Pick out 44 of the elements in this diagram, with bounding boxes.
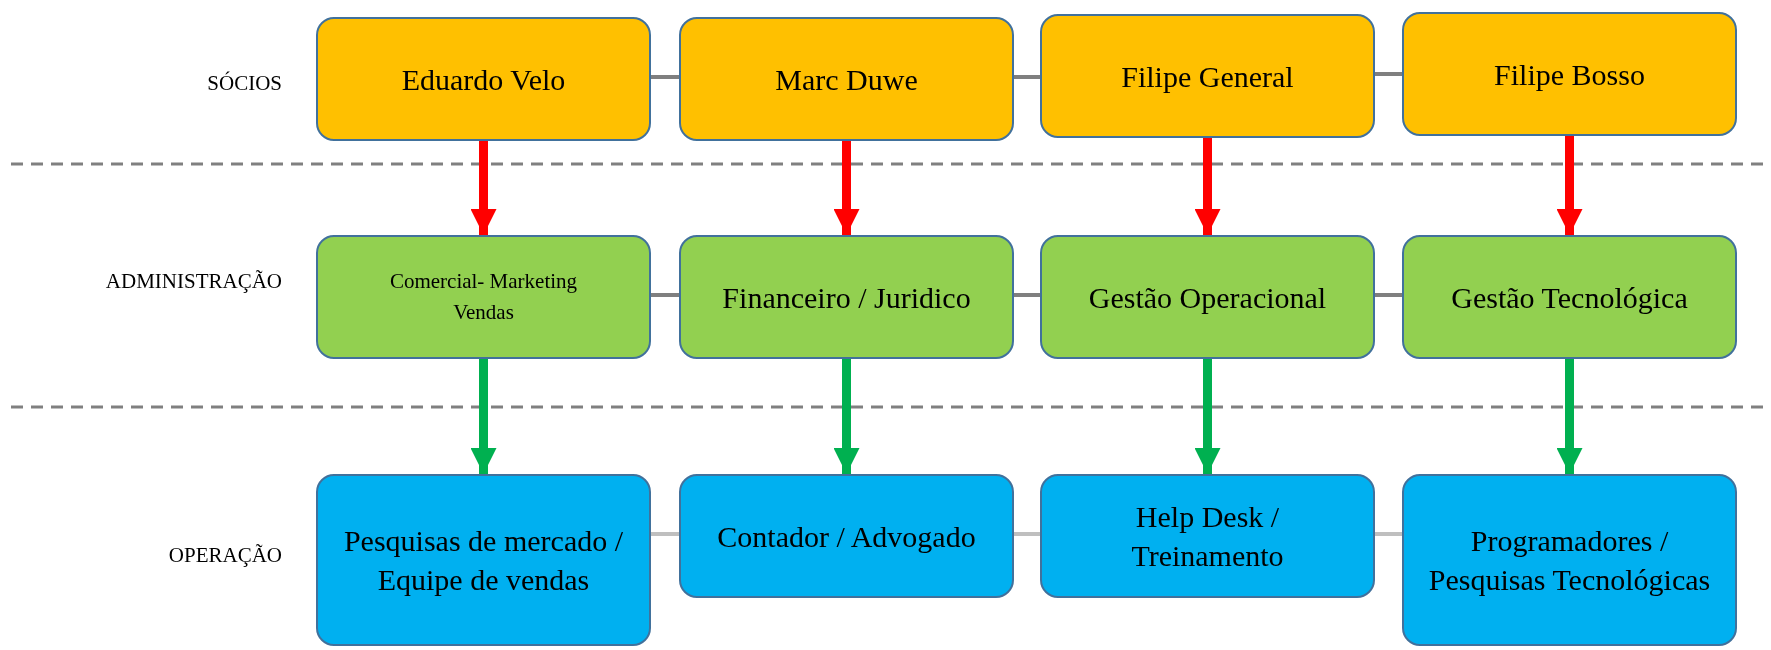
arrow [833, 141, 860, 235]
org-box [679, 474, 1014, 598]
org-box [316, 235, 651, 359]
arrow [1194, 359, 1221, 474]
arrow [1194, 138, 1221, 235]
org-box [316, 17, 651, 141]
connector-line [651, 532, 679, 536]
org-box [679, 235, 1014, 359]
org-box [1402, 235, 1737, 359]
box-text: Comercial- Marketing Vendas [388, 267, 579, 326]
box-text: Filipe General [1121, 58, 1294, 95]
org-box [1402, 474, 1737, 646]
org-box [1402, 12, 1737, 136]
box-text: Filipe Bosso [1494, 56, 1645, 93]
arrow [470, 359, 497, 474]
org-box [1040, 14, 1375, 138]
row-label: SÓCIOS [207, 70, 282, 97]
org-box [1040, 235, 1375, 359]
arrow [833, 359, 860, 474]
arrow [1556, 359, 1583, 474]
box-text: Gestão Tecnológica [1451, 279, 1688, 316]
box-text: Pesquisas de mercado / Equipe de vendas [342, 523, 625, 598]
connector-line [1375, 532, 1402, 536]
row-label: ADMINISTRAÇÃO [105, 268, 282, 295]
row-label: OPERAÇÃO [168, 542, 282, 569]
box-text: Marc Duwe [775, 61, 918, 98]
org-box [316, 474, 651, 646]
connector-line [1375, 293, 1402, 297]
connector-line [651, 293, 679, 297]
arrow [1556, 136, 1583, 235]
connector-line [1014, 75, 1040, 79]
org-box [679, 17, 1014, 141]
box-text: Programadores / Pesquisas Tecnológicas [1427, 523, 1712, 598]
box-text: Help Desk / Treinamento [1130, 499, 1285, 574]
connector-line [1014, 532, 1040, 536]
box-text: Contador / Advogado [717, 518, 976, 555]
arrow [470, 141, 497, 235]
box-text: Eduardo Velo [401, 61, 566, 98]
connector-line [1375, 72, 1402, 76]
connector-line [1014, 293, 1040, 297]
box-text: Gestão Operacional [1088, 279, 1327, 316]
box-text: Financeiro / Juridico [722, 279, 971, 316]
connector-line [651, 75, 679, 79]
org-box [1040, 474, 1375, 598]
